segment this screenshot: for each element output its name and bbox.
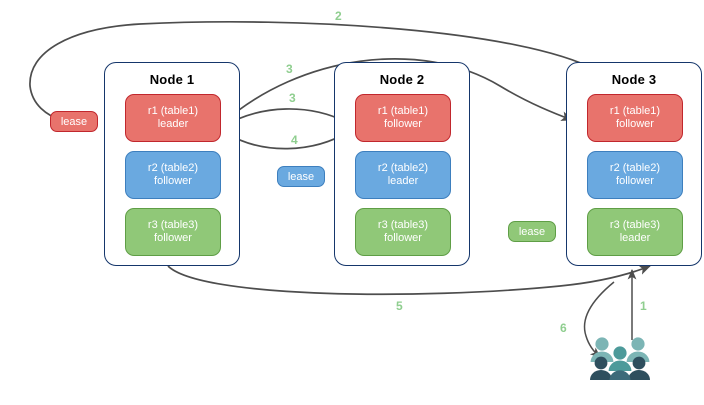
step-label-5: 5 [396,299,403,313]
node-2-replica-r3[interactable]: r3 (table3) follower [355,208,451,256]
replica-name: r3 (table3) [609,218,661,231]
node-3-title: Node 3 [611,72,657,87]
replica-role: leader [387,175,419,187]
step-label-6: 6 [560,321,567,335]
replica-name: r3 (table3) [377,218,429,231]
replica-role: follower [154,232,192,244]
step-label-4: 4 [291,133,298,147]
replica-name: r2 (table2) [147,161,199,174]
node-1[interactable]: Node 1 r1 (table1) leader r2 (table2) fo… [104,62,240,266]
step-label-3b: 3 [289,91,296,105]
node-1-replica-r2[interactable]: r2 (table2) follower [125,151,221,199]
node-3[interactable]: Node 3 r1 (table1) follower r2 (table2) … [566,62,702,266]
arrow-step-4 [226,130,351,150]
arrow-step-5 [167,265,652,296]
node-3-replica-r3[interactable]: r3 (table3) leader [587,208,683,256]
replica-role: follower [384,118,422,130]
replica-name: r1 (table1) [147,104,199,117]
lease-chip-r2[interactable]: lease [277,166,325,187]
replica-role: leader [619,232,651,244]
replica-role: follower [616,118,654,130]
arrow-step-3-to-node2 [223,108,348,127]
step-label-1: 1 [640,299,647,313]
replica-name: r1 (table1) [377,104,429,117]
lease-chip-r3[interactable]: lease [508,221,556,242]
node-2-replica-r2[interactable]: r2 (table2) leader [355,151,451,199]
node-3-replica-r1[interactable]: r1 (table1) follower [587,94,683,142]
node-1-title: Node 1 [149,72,195,87]
node-3-replica-r2[interactable]: r2 (table2) follower [587,151,683,199]
replica-role: follower [154,175,192,187]
replica-role: leader [157,118,189,130]
node-2-title: Node 2 [379,72,425,87]
replica-name: r1 (table1) [609,104,661,117]
arrow-step-2 [29,20,597,123]
arrow-step-6 [583,281,615,358]
replica-name: r2 (table2) [377,161,429,174]
users-icon [590,337,650,380]
node-1-replica-r3[interactable]: r3 (table3) follower [125,208,221,256]
step-label-3a: 3 [286,62,293,76]
node-1-replica-r1[interactable]: r1 (table1) leader [125,94,221,142]
replica-name: r2 (table2) [609,161,661,174]
replica-role: follower [384,232,422,244]
replica-role: follower [616,175,654,187]
lease-chip-r1[interactable]: lease [50,111,98,132]
step-label-2: 2 [335,9,342,23]
node-2[interactable]: Node 2 r1 (table1) follower r2 (table2) … [334,62,470,266]
node-2-replica-r1[interactable]: r1 (table1) follower [355,94,451,142]
replica-name: r3 (table3) [147,218,199,231]
